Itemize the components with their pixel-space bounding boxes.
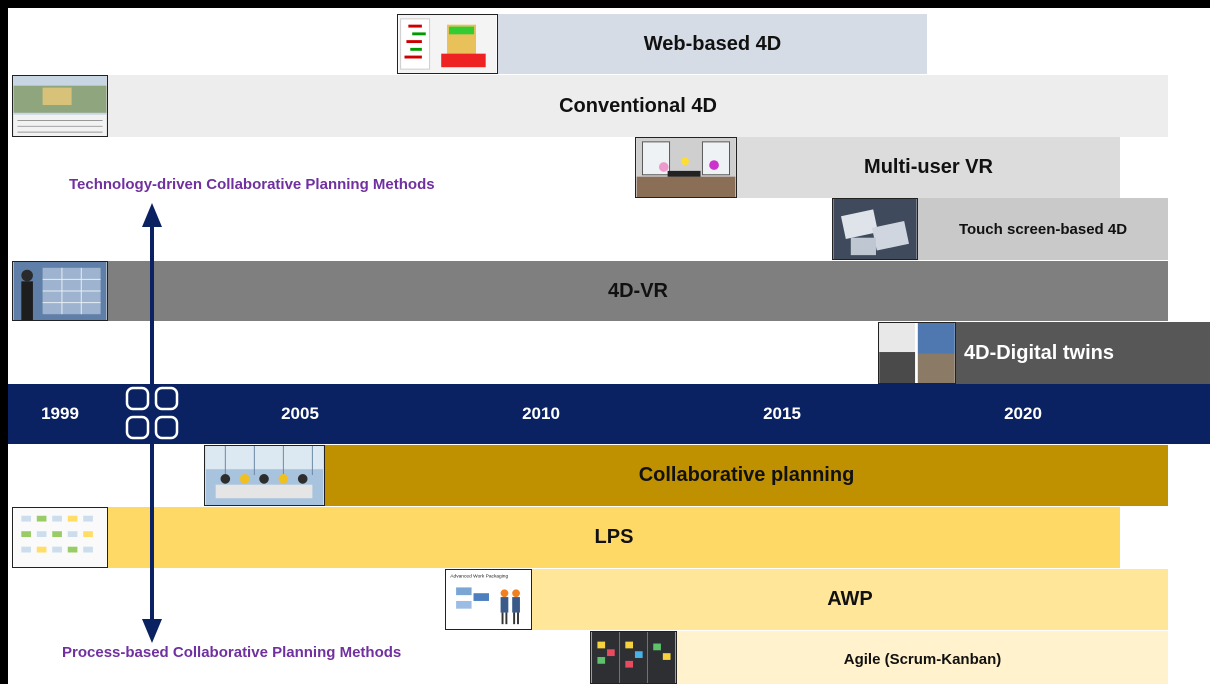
bar-collaborative-planning: Collaborative planning xyxy=(325,445,1168,506)
bar-label: Agile (Scrum-Kanban) xyxy=(843,651,1002,668)
process-methods-label: Process-based Collaborative Planning Met… xyxy=(62,644,402,661)
technology-methods-label: Technology-driven Collaborative Planning… xyxy=(69,176,435,193)
bar-label: Collaborative planning xyxy=(638,464,855,486)
bar-label: Touch screen-based 4D xyxy=(958,220,1128,238)
bar-4d-digital-twins: 4D-Digital twins xyxy=(956,322,1210,384)
awp-caption: Advanced Work Packaging xyxy=(450,574,508,580)
timeline-bar: 1999 2005 2010 2015 2020 xyxy=(8,384,1210,444)
bar-label: Conventional 4D xyxy=(559,94,717,117)
bar-multi-user-vr: Multi-user VR xyxy=(737,137,1120,198)
bar-awp: AWP xyxy=(532,569,1168,630)
year-label: 2015 xyxy=(763,404,801,423)
bar-lps: LPS xyxy=(108,507,1120,568)
double-arrow-icon xyxy=(142,203,162,643)
awp-thumbnail: Advanced Work Packaging xyxy=(445,569,532,630)
bar-agile: Agile (Scrum-Kanban) xyxy=(677,631,1168,684)
year-label: 2020 xyxy=(1004,404,1042,423)
4d-vr-thumbnail xyxy=(12,261,108,321)
grid-icon xyxy=(125,386,179,440)
bar-web-based-4d: Web-based 4D xyxy=(498,14,927,74)
year-label: 2005 xyxy=(281,404,319,423)
bar-touch-screen-4d: Touch screen-based 4D xyxy=(918,198,1168,260)
bar-label: 4D-VR xyxy=(607,279,668,302)
bar-label: AWP xyxy=(827,588,873,610)
lps-thumbnail xyxy=(12,507,108,568)
bar-label: Web-based 4D xyxy=(643,32,782,55)
year-label: 1999 xyxy=(41,404,79,423)
collaborative-planning-thumbnail xyxy=(204,445,325,506)
agile-thumbnail xyxy=(590,631,677,684)
bar-label: Multi-user VR xyxy=(864,156,993,178)
bar-label: 4D-Digital twins xyxy=(964,341,1115,364)
bar-4d-vr: 4D-VR xyxy=(108,261,1168,321)
year-label: 2010 xyxy=(522,404,560,423)
digital-twins-thumbnail xyxy=(878,322,956,384)
multi-user-vr-thumbnail xyxy=(635,137,737,198)
bar-label: LPS xyxy=(594,526,634,548)
touch-screen-thumbnail xyxy=(832,198,918,260)
bar-conventional-4d: Conventional 4D xyxy=(108,75,1168,137)
web-4d-thumbnail xyxy=(397,14,498,74)
conventional-4d-thumbnail xyxy=(12,75,108,137)
